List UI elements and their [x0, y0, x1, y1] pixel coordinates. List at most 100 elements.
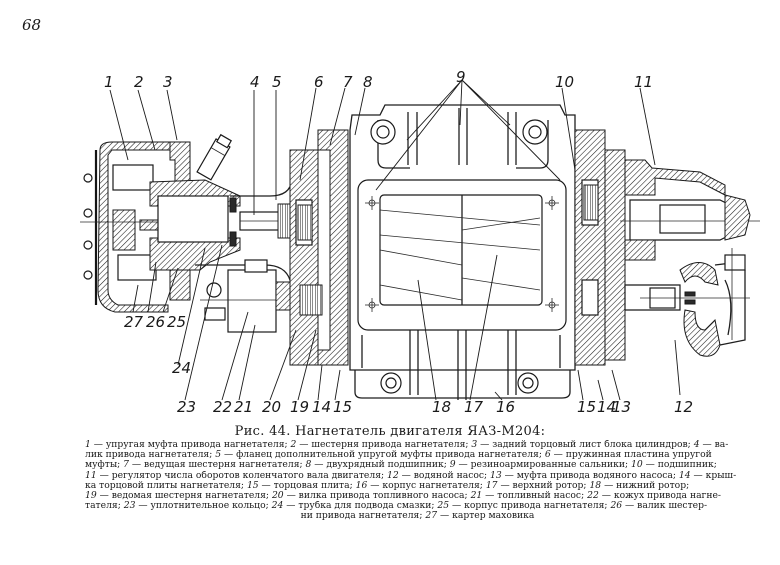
legend-item-number: 21 [470, 491, 483, 502]
legend-item-text: муфты; [85, 460, 124, 471]
legend-line: 11 — регулятор числа оборотов коленчатог… [85, 471, 750, 481]
legend-item-number: 11 [85, 470, 97, 481]
figure-caption: Рис. 44. Нагнетатель двигателя ЯАЗ-М204: [234, 424, 546, 439]
legend-item-text: — вилка привода топливного насоса; [283, 491, 471, 502]
legend-item-text: — водяной насос; [398, 470, 491, 481]
callout-13: 13 [612, 398, 631, 416]
legend-line: лик привода нагнетателя; 5 — фланец допо… [85, 450, 750, 460]
legend-item-text: — подшипник; [642, 460, 717, 471]
supercharger-cross-section-drawing: 1 2 3 4 5 6 7 8 9 10 11 12 13 14 15 16 1… [80, 68, 760, 416]
callout-24: 24 [172, 359, 191, 377]
legend-item-number: 3 [471, 440, 478, 450]
callout-14-left: 14 [312, 398, 331, 416]
legend-item-text: — трубка для подвода смазки; [283, 501, 438, 512]
callout-1: 1 [104, 73, 114, 91]
legend-item-number: 14 [678, 470, 691, 481]
legend-item-number: 12 [387, 470, 399, 481]
callout-16: 16 [496, 398, 515, 416]
legend-item-number: 4 [693, 440, 700, 450]
legend-item-number: 25 [437, 501, 450, 512]
callout-21: 21 [234, 398, 253, 416]
legend-item-text: — двухрядный подшипник; [311, 460, 450, 471]
callout-6: 6 [314, 73, 324, 91]
legend-item-text: — валик шестер- [622, 501, 708, 512]
legend-item-number: 1 [85, 440, 91, 450]
legend-item-number: 20 [271, 491, 284, 502]
legend-item-text: — верхний ротор; [497, 480, 590, 491]
callout-11: 11 [634, 73, 653, 91]
legend-item-text: — картер маховика [437, 511, 535, 522]
legend-item-number: 26 [610, 501, 623, 512]
legend-item-text: — задний торцовый лист блока цилиндров; [477, 440, 694, 450]
legend-item-text: — уплотнительное кольцо; [135, 501, 272, 512]
elastic-coupling [80, 164, 200, 281]
legend-item-number: 6 [544, 450, 551, 461]
water-pump [624, 248, 750, 357]
legend-item-number: 19 [85, 491, 97, 502]
callout-25: 25 [167, 313, 186, 331]
callout-2: 2 [134, 73, 144, 91]
legend-item-text: — корпус нагнетателя; [367, 480, 486, 491]
legend-item-text: — шестерня привода нагнетателя; [296, 440, 472, 450]
callout-18: 18 [432, 398, 451, 416]
callout-labels: 1 2 3 4 5 6 7 8 9 10 11 12 13 14 15 16 1… [104, 68, 693, 416]
rear-end-plate [574, 129, 626, 366]
legend-item-text: — топливный насос; [482, 491, 588, 502]
callout-12: 12 [674, 398, 693, 416]
callout-20: 20 [262, 398, 281, 416]
legend-item-text: — ведущая шестерня нагнетателя; [129, 460, 306, 471]
legend-item-number: 24 [271, 501, 284, 512]
governor-housing [620, 159, 760, 261]
callout-14: 14 [597, 398, 616, 416]
callout-7: 7 [343, 73, 353, 91]
legend-item-text: ка торцовой плиты нагнетателя; [85, 480, 247, 491]
legend-item-number: 10 [630, 460, 643, 471]
legend-item-text: — торцовая плита; [258, 480, 356, 491]
callout-27: 27 [124, 313, 144, 331]
legend-item-text: — нижний ротор; [601, 480, 690, 491]
legend-item-number: 2 [290, 440, 297, 450]
legend-item-text: — крыш- [690, 470, 737, 481]
legend-line: 19 — ведомая шестерня нагнетателя; 20 — … [85, 491, 750, 501]
callout-3: 3 [163, 73, 173, 91]
figure-legend: 1 — упругая муфта привода нагнетателя; 2… [85, 440, 750, 522]
callout-15-left: 15 [333, 398, 352, 416]
legend-line: муфты; 7 — ведущая шестерня нагнетателя;… [85, 460, 750, 470]
legend-item-number: 15 [246, 480, 259, 491]
legend-item-text: — муфта привода водяного насоса; [501, 470, 679, 481]
legend-item-number: 7 [123, 460, 130, 471]
leader-lines [109, 79, 681, 401]
callout-4: 4 [250, 73, 260, 91]
drive-housing [149, 133, 241, 271]
legend-item-number: 8 [305, 460, 312, 471]
legend-item-number: 16 [355, 480, 368, 491]
legend-item-text: — фланец дополнительной упругой муфты пр… [221, 450, 545, 461]
legend-item-number: 5 [215, 450, 222, 461]
legend-item-number: 23 [123, 501, 136, 512]
legend-item-text: — ведомая шестерня нагнетателя; [96, 491, 272, 502]
callout-9: 9 [456, 68, 466, 86]
legend-item-text: — ва- [699, 440, 729, 450]
legend-item-text: лик привода нагнетателя; [85, 450, 216, 461]
legend-item-number: 13 [490, 470, 502, 481]
front-end-plate [289, 129, 349, 366]
legend-item-text: — упругая муфта привода нагнетателя; [90, 440, 291, 450]
callout-23: 23 [177, 398, 196, 416]
callout-10: 10 [555, 73, 574, 91]
callout-5: 5 [272, 73, 282, 91]
legend-line: 1 — упругая муфта привода нагнетателя; 2… [85, 440, 750, 450]
legend-item-text: ни привода нагнетателя; [300, 511, 426, 522]
legend-item-number: 22 [587, 491, 599, 502]
legend-item-text: тателя; [85, 501, 124, 512]
legend-line: ни привода нагнетателя; 27 — картер махо… [85, 511, 750, 521]
legend-item-number: 18 [589, 480, 602, 491]
legend-item-text: — корпус привода нагнетателя; [449, 501, 611, 512]
blower-housing [349, 104, 576, 400]
legend-item-number: 17 [485, 480, 498, 491]
callout-26: 26 [146, 313, 165, 331]
callout-15-right: 15 [577, 398, 596, 416]
callout-17: 17 [464, 398, 484, 416]
legend-item-text: — резиноармированные сальники; [455, 460, 631, 471]
legend-item-number: 27 [425, 511, 438, 522]
legend-item-number: 9 [449, 460, 456, 471]
